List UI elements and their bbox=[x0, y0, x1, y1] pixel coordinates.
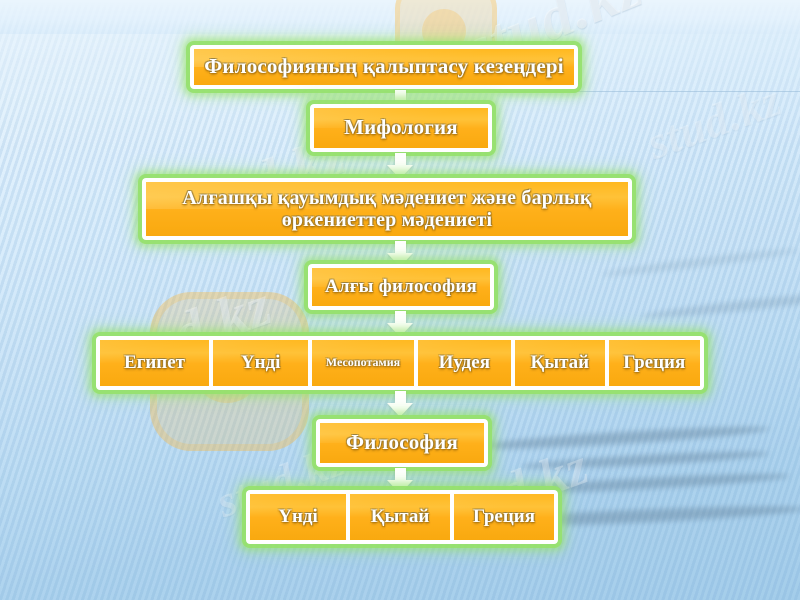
flow-node-label: Алғашқы қауымдық мәдениет және барлық өр… bbox=[174, 187, 599, 232]
flow-cell-mesopotamia[interactable]: Месопотамия bbox=[312, 340, 414, 386]
flow-cell-greece[interactable]: Греция bbox=[454, 494, 554, 540]
flow-row-philosophy-traditions: Үнді Қытай Греция bbox=[246, 490, 558, 544]
flow-cell-label: Иудея bbox=[438, 351, 490, 373]
flow-node-label: Мифология bbox=[344, 115, 458, 140]
flow-cell-label: Греция bbox=[623, 351, 686, 373]
flow-cell-greece[interactable]: Греция bbox=[608, 340, 700, 386]
flow-cell-india[interactable]: Үнді bbox=[213, 340, 309, 386]
flow-node-fill: Философия bbox=[320, 423, 484, 463]
flow-node-proto-philosophy[interactable]: Алғы философия bbox=[308, 264, 494, 310]
arrow-down-icon bbox=[385, 153, 415, 179]
flow-cell-label: Үнді bbox=[278, 505, 318, 527]
flow-cell-china[interactable]: Қытай bbox=[350, 494, 450, 540]
flow-node-fill: Алғы философия bbox=[312, 268, 490, 306]
flow-cell-egypt[interactable]: Египет bbox=[100, 340, 209, 386]
flow-node-philosophy-stages[interactable]: Философияның қалыптасу кезеңдері bbox=[190, 45, 578, 89]
flow-node-fill: Мифология bbox=[314, 108, 488, 148]
flow-cell-label: Месопотамия bbox=[325, 355, 401, 370]
flow-node-fill: Философияның қалыптасу кезеңдері bbox=[194, 49, 574, 85]
arrow-down-icon bbox=[385, 391, 415, 417]
flow-node-mythology[interactable]: Мифология bbox=[310, 104, 492, 152]
flow-node-label-line1: Алғашқы қауымдық мәдениет және барлық bbox=[182, 186, 592, 209]
arrow-down-icon bbox=[385, 311, 415, 337]
flow-node-label: Алғы философия bbox=[325, 276, 477, 298]
flow-node-label: Философия bbox=[345, 430, 459, 455]
flow-node-label-line2: өркениеттер мәдениеті bbox=[281, 209, 493, 231]
flow-row-civilizations: Египет Үнді Месопотамия Иудея Қытай Грец… bbox=[96, 336, 704, 390]
flow-cell-label: Египет bbox=[124, 351, 185, 373]
arrow-down-icon bbox=[385, 241, 415, 267]
flow-node-primitive-culture[interactable]: Алғашқы қауымдық мәдениет және барлық өр… bbox=[142, 178, 632, 240]
flow-cell-label: Қытай bbox=[530, 351, 590, 373]
flow-node-label: Философияның қалыптасу кезеңдері bbox=[204, 54, 564, 79]
flow-node-fill: Алғашқы қауымдық мәдениет және барлық өр… bbox=[146, 182, 628, 236]
flow-cell-label: Қытай bbox=[370, 505, 430, 527]
flow-cell-label: Греция bbox=[472, 505, 536, 527]
flow-cell-label: Үнді bbox=[240, 351, 281, 373]
flow-cell-china[interactable]: Қытай bbox=[515, 340, 605, 386]
flow-node-philosophy[interactable]: Философия bbox=[316, 419, 488, 467]
flow-cell-judea[interactable]: Иудея bbox=[417, 340, 511, 386]
background-horizon-line bbox=[340, 91, 800, 92]
flow-cell-india[interactable]: Үнді bbox=[250, 494, 346, 540]
